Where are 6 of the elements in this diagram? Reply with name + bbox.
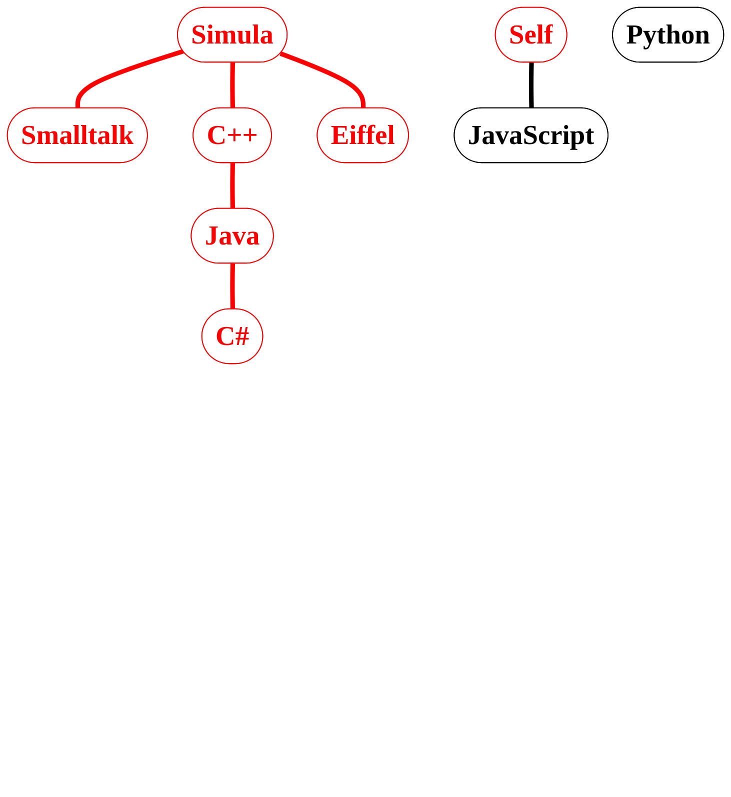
connector xyxy=(75,49,184,108)
connector xyxy=(280,51,366,108)
connector xyxy=(528,62,534,108)
connector xyxy=(230,163,236,209)
connector xyxy=(230,264,236,310)
connector xyxy=(230,62,236,108)
